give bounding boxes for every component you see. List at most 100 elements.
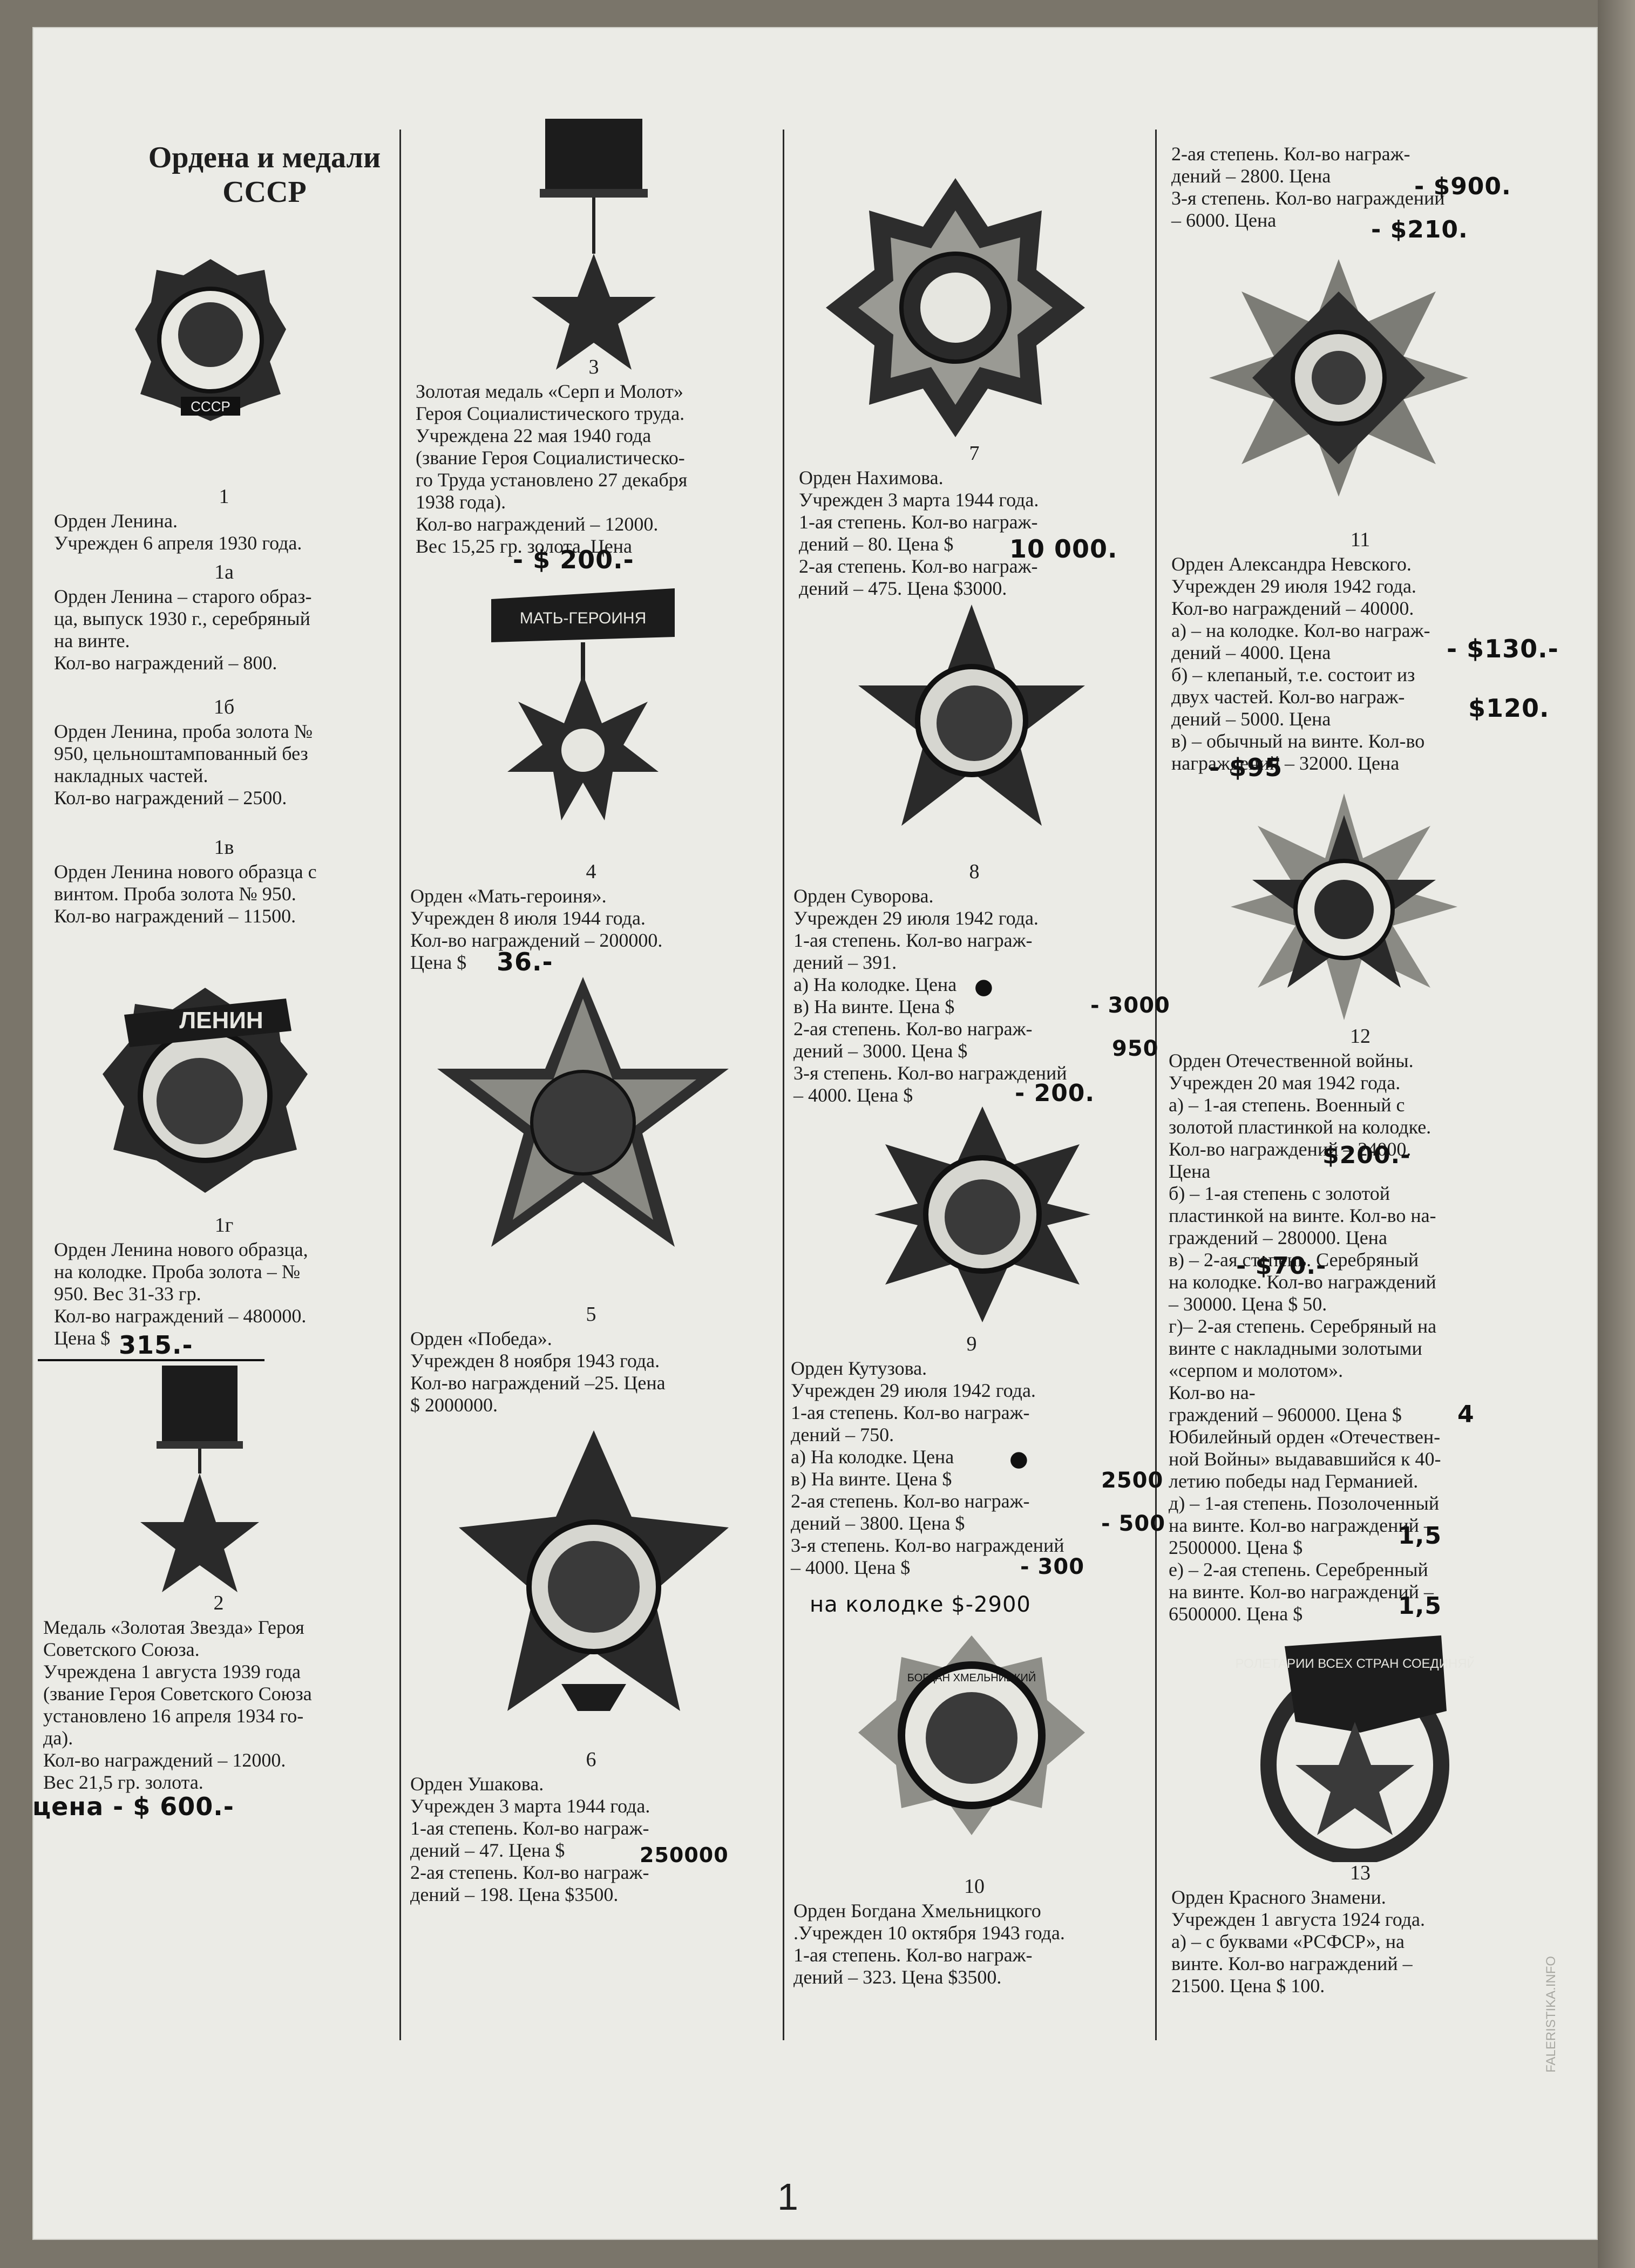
entry-12: 12 Орден Отечественной войны. Учрежден 2… (1169, 1026, 1552, 1625)
entry-number: 12 (1350, 1025, 1371, 1048)
mother-heroine-image: МАТЬ-ГЕРОИНЯ (480, 578, 686, 837)
column-rule (399, 130, 401, 2040)
handwritten-price: - $130.- (1447, 634, 1559, 663)
entry-10-continued: 2-ая степень. Кол-во нагрaж- дений – 280… (1171, 143, 1549, 232)
catalog-page: Ордена и медали СССР СССР 1 Орден Ленина… (32, 27, 1598, 2240)
handwritten-price: - $ 200.- (513, 545, 634, 574)
hammer-sickle-medal-image (529, 119, 659, 372)
entry-text: Орден Отечественной войны. Учрежден 20 м… (1169, 1050, 1441, 1625)
entry-number: 6 (586, 1748, 596, 1771)
entry-text: Орден Кутузова. Учрежден 29 июля 1942 го… (791, 1357, 1064, 1578)
background-strip (1598, 0, 1635, 2268)
handwritten-note: на колодке $-2900 (810, 1592, 1031, 1617)
entry-text: Орден Ленина нового образца, на колодке.… (54, 1239, 308, 1349)
order-lenin-old-image: СССР (130, 243, 291, 448)
entry-text: Орден Ленина нового образца с винтом. Пр… (54, 861, 317, 927)
entry-number: 1г (214, 1214, 234, 1237)
entry-text: Орден Красного Знамени. Учрежден 1 авгус… (1171, 1886, 1426, 1997)
entry-text: Орден Богдана Хмельницкого .Учрежден 10 … (793, 1900, 1065, 1988)
handwritten-price: - $95 (1209, 753, 1283, 782)
page-title-line: Ордена и медали (148, 141, 381, 174)
entry-text: Орден «Победа». Учрежден 8 ноября 1943 г… (410, 1328, 666, 1416)
page-number: 1 (777, 2176, 798, 2218)
entry-number: 1 (219, 485, 229, 508)
entry-number: 9 (966, 1333, 977, 1355)
entry-1v: 1в Орден Ленина нового образца с винтом.… (54, 837, 394, 927)
entry-9: 9 Орден Кутузова. Учрежден 29 июля 1942 … (791, 1333, 1152, 1579)
order-victory-image (426, 977, 740, 1258)
order-lenin-new-image: ЛЕНИН (92, 966, 318, 1214)
entry-1: 1 Орден Ленина. Учрежден 6 апреля 1930 г… (54, 486, 394, 554)
entry-1a: 1а Орден Ленина – старого образ- ца, вып… (54, 561, 394, 674)
medal-khmelnitsky-label: БОГДАН ХМЕЛЬНИЦКИЙ (907, 1671, 1036, 1684)
entry-number: 11 (1350, 528, 1371, 551)
entry-text: Орден Суворова. Учрежден 29 июля 1942 го… (793, 885, 1067, 1106)
page-title: Ордена и медали СССР (119, 140, 410, 209)
handwritten-price: цена - $ 600.- (32, 1792, 234, 1821)
handwritten-mark: ● (1009, 1447, 1029, 1471)
handwritten-price: $120. (1468, 694, 1550, 723)
entry-text: Орден Александра Невского. Учрежден 29 и… (1171, 553, 1430, 774)
entry-text: Медаль «Золотая Звезда» Героя Советского… (43, 1617, 312, 1793)
entry-text: Орден Нахимова. Учрежден 3 марта 1944 го… (799, 467, 1039, 599)
handwritten-price: - 300 (1020, 1554, 1085, 1579)
entry-number: 1б (213, 696, 235, 718)
entry-1g: 1г Орден Ленина нового образца, на колод… (54, 1214, 394, 1349)
entry-3: 3 Золотая медаль «Серп и Молот» Героя Со… (416, 356, 772, 558)
entry-text: Орден Ленина. Учрежден 6 апреля 1930 год… (54, 510, 302, 554)
entry-text: Орден Ленина, проба золота № 950, цельно… (54, 721, 313, 809)
handwritten-price: - 200. (1015, 1079, 1095, 1107)
entry-number: 2 (213, 1592, 224, 1614)
entry-4: 4 Орден «Мать-героиня». Учрежден 8 июля … (410, 861, 772, 974)
entry-text: Орден Ушакова. Учрежден 3 марта 1944 год… (410, 1773, 650, 1905)
order-suvorov-image (858, 605, 1085, 831)
medal-mother-label: МАТЬ-ГЕРОИНЯ (520, 609, 647, 627)
column-rule (783, 130, 784, 2040)
handwritten-price: 4 (1457, 1401, 1475, 1428)
entry-text: Орден «Мать-героиня». Учрежден 8 июля 19… (410, 885, 663, 973)
handwritten-price: 1,5 (1398, 1592, 1442, 1620)
order-nakhimov-image (826, 178, 1085, 437)
handwritten-price: 250000 (640, 1843, 729, 1867)
medal-ussr-label: СССР (191, 398, 230, 415)
handwritten-price: - $900. (1414, 173, 1511, 200)
order-nevsky-image (1209, 259, 1468, 497)
entry-8: 8 Орден Суворова. Учрежден 29 июля 1942 … (793, 861, 1155, 1106)
medal-lenin-label: ЛЕНИН (179, 1007, 263, 1034)
entry-6: 6 Орден Ушакова. Учрежден 3 марта 1944 г… (410, 1749, 772, 1906)
entry-2: 2 Медаль «Золотая Звезда» Героя Советско… (43, 1592, 394, 1794)
entry-number: 10 (964, 1875, 985, 1898)
entry-11: 11 Орден Александра Невского. Учрежден 2… (1171, 529, 1549, 775)
entry-10: 10 Орден Богдана Хмельницкого .Учрежден … (793, 1876, 1155, 1988)
entry-number: 13 (1350, 1862, 1371, 1884)
order-patriotic-war-image (1231, 793, 1457, 1020)
handwritten-mark: ● (974, 974, 994, 999)
watermark: FALERISTIKA.INFO (1544, 1955, 1558, 2073)
entry-5: 5 Орден «Победа». Учрежден 8 ноября 1943… (410, 1303, 772, 1416)
handwritten-price: 315.- (119, 1330, 193, 1360)
handwritten-price: 36.- (497, 947, 553, 976)
handwritten-price: $200.- (1322, 1142, 1411, 1169)
handwritten-price: 950 (1112, 1036, 1159, 1061)
column-rule (1155, 130, 1157, 2040)
entry-number: 7 (969, 442, 980, 465)
handwritten-underline (38, 1359, 264, 1361)
entry-13: 13 Орден Красного Знамени. Учрежден 1 ав… (1171, 1862, 1549, 1997)
handwritten-price: - 3000 (1090, 993, 1170, 1018)
handwritten-price: - 500 (1101, 1511, 1166, 1536)
entry-text: 2-ая степень. Кол-во нагрaж- дений – 280… (1171, 143, 1445, 231)
entry-7: 7 Орден Нахимова. Учрежден 3 марта 1944 … (799, 443, 1150, 600)
page-title-line: СССР (222, 175, 307, 209)
entry-number: 5 (586, 1303, 596, 1326)
order-red-banner-image: ПРОЛЕТАРИИ ВСЕХ СТРАН СОЕДИНЯЙТЕСЬ (1236, 1625, 1474, 1862)
medal-banner-label: ПРОЛЕТАРИИ ВСЕХ СТРАН СОЕДИНЯЙТЕСЬ (1236, 1656, 1474, 1671)
order-khmelnitsky-image: БОГДАН ХМЕЛЬНИЦКИЙ (858, 1635, 1085, 1841)
entry-number: 1а (214, 561, 234, 583)
entry-number: 4 (586, 860, 596, 883)
gold-star-medal-image (140, 1366, 259, 1592)
entry-number: 3 (588, 356, 599, 378)
handwritten-price: 1,5 (1398, 1522, 1442, 1550)
order-kutuzov-image (874, 1106, 1090, 1322)
handwritten-price: - $210. (1371, 216, 1468, 243)
handwritten-price: 2500 (1101, 1468, 1164, 1493)
